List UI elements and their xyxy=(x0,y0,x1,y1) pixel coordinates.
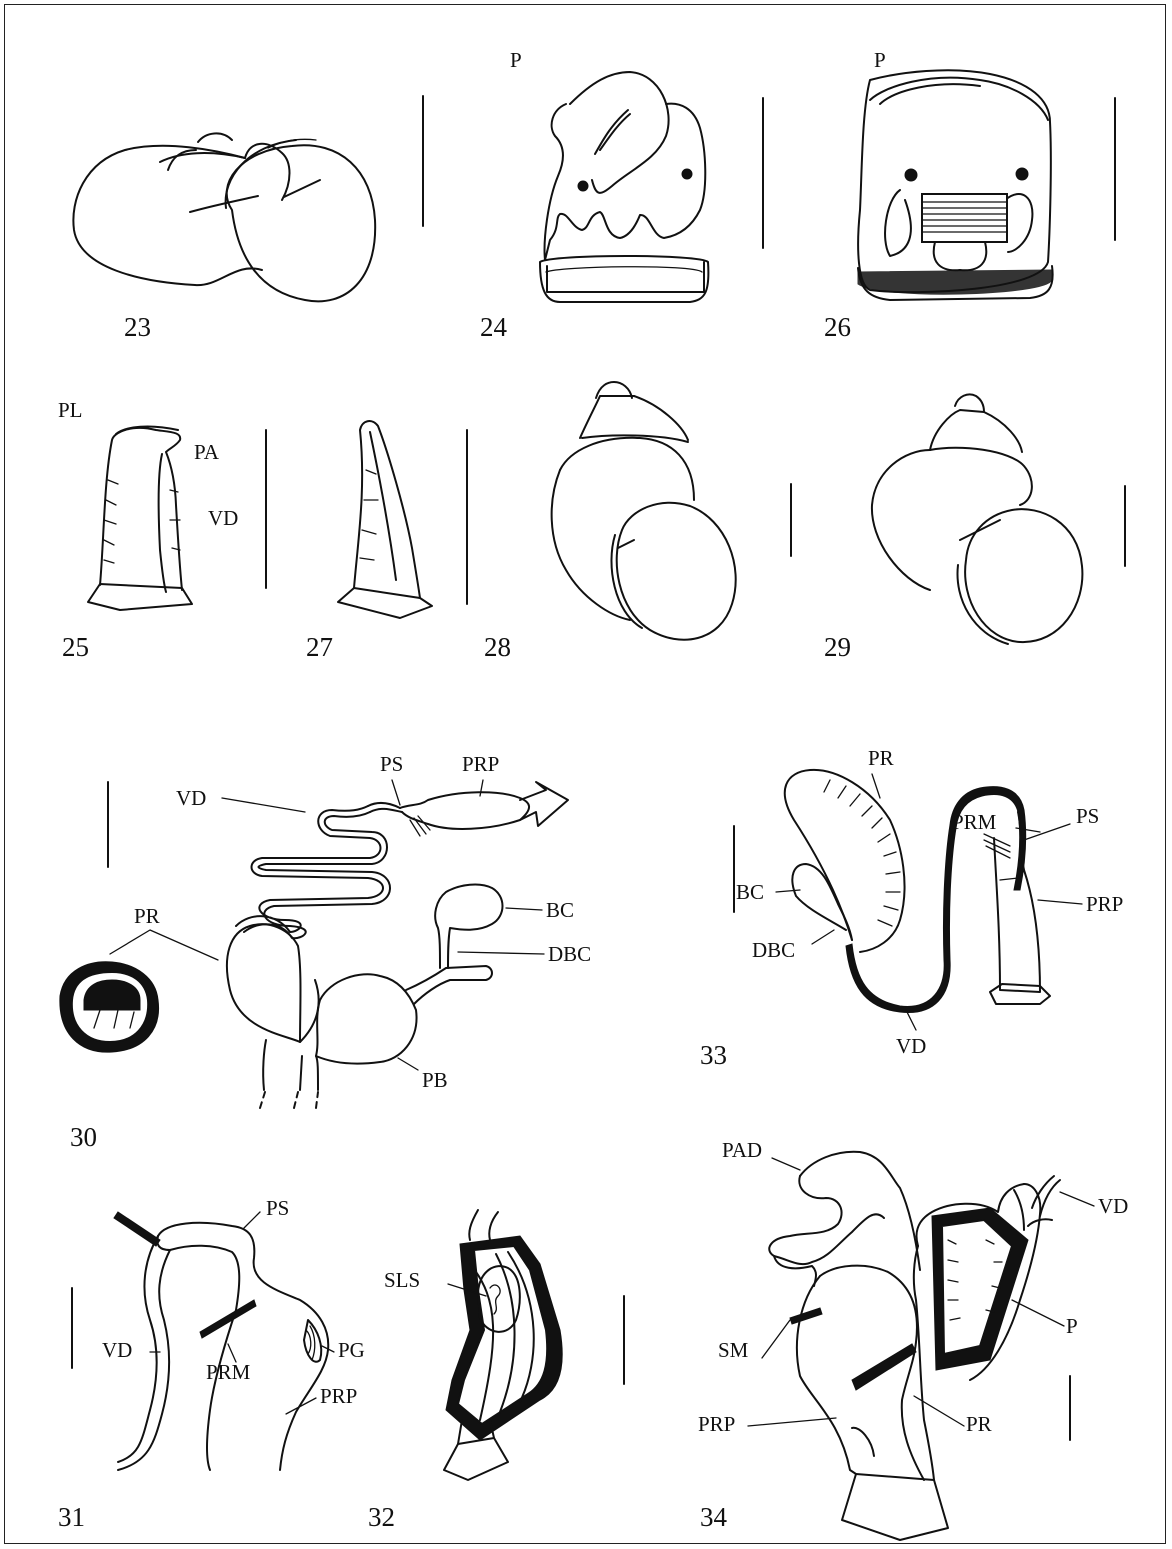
fig30-reproductive-drawing xyxy=(60,780,568,1108)
figure-number-29: 29 xyxy=(824,634,851,661)
fig33-reproductive-drawing xyxy=(734,770,1082,1030)
figure-number-23: 23 xyxy=(124,314,151,341)
fig34-label-p: P xyxy=(1066,1316,1078,1337)
fig34-label-vd: VD xyxy=(1098,1196,1128,1217)
fig26-head-drawing xyxy=(858,70,1053,300)
fig25-penis-drawing xyxy=(88,427,192,610)
figure-number-27: 27 xyxy=(306,634,333,661)
fig25-label-pl: PL xyxy=(58,400,83,421)
fig30-cross-section xyxy=(60,962,159,1052)
fig31-label-prp: PRP xyxy=(320,1386,357,1407)
fig25-label-vd: VD xyxy=(208,508,238,529)
fig26-label-p: P xyxy=(874,50,886,71)
fig33-label-bc: BC xyxy=(736,882,764,903)
figure-number-24: 24 xyxy=(480,314,507,341)
fig32-label-sls: SLS xyxy=(384,1270,420,1291)
fig23-shell-drawing xyxy=(73,133,375,301)
fig34-reproductive-drawing xyxy=(748,1152,1094,1540)
fig28-shell-drawing xyxy=(552,382,736,640)
fig34-label-pad: PAD xyxy=(722,1140,762,1161)
fig33-label-ps: PS xyxy=(1076,806,1099,827)
fig34-label-sm: SM xyxy=(718,1340,748,1361)
fig33-label-dbc: DBC xyxy=(752,940,795,961)
fig27-penis-drawing xyxy=(338,421,432,618)
fig25-label-pa: PA xyxy=(194,442,219,463)
fig24-head-drawing xyxy=(540,72,708,302)
figure-number-30: 30 xyxy=(70,1124,97,1151)
fig31-label-vd: VD xyxy=(102,1340,132,1361)
fig30-label-vd: VD xyxy=(176,788,206,809)
fig33-label-pr: PR xyxy=(868,748,894,769)
fig30-label-ps: PS xyxy=(380,754,403,775)
fig30-label-pb: PB xyxy=(422,1070,448,1091)
fig34-label-pr: PR xyxy=(966,1414,992,1435)
figure-number-31: 31 xyxy=(58,1504,85,1531)
fig30-label-dbc: DBC xyxy=(548,944,591,965)
fig30-label-pr: PR xyxy=(134,906,160,927)
fig31-label-prm: PRM xyxy=(206,1362,250,1383)
fig31-label-ps: PS xyxy=(266,1198,289,1219)
figure-number-34: 34 xyxy=(700,1504,727,1531)
fig24-label-p: P xyxy=(510,50,522,71)
fig30-label-prp: PRP xyxy=(462,754,499,775)
fig32-penis-section-drawing xyxy=(444,1210,624,1480)
figure-number-32: 32 xyxy=(368,1504,395,1531)
figure-number-28: 28 xyxy=(484,634,511,661)
fig33-label-prp: PRP xyxy=(1086,894,1123,915)
figure-number-33: 33 xyxy=(700,1042,727,1069)
fig33-label-vd: VD xyxy=(896,1036,926,1057)
fig31-label-pg: PG xyxy=(338,1340,365,1361)
fig29-shell-drawing xyxy=(872,394,1082,644)
fig34-label-prp: PRP xyxy=(698,1414,735,1435)
fig33-label-prm: PRM xyxy=(952,812,996,833)
fig30-label-bc: BC xyxy=(546,900,574,921)
figure-number-26: 26 xyxy=(824,314,851,341)
figure-number-25: 25 xyxy=(62,634,89,661)
